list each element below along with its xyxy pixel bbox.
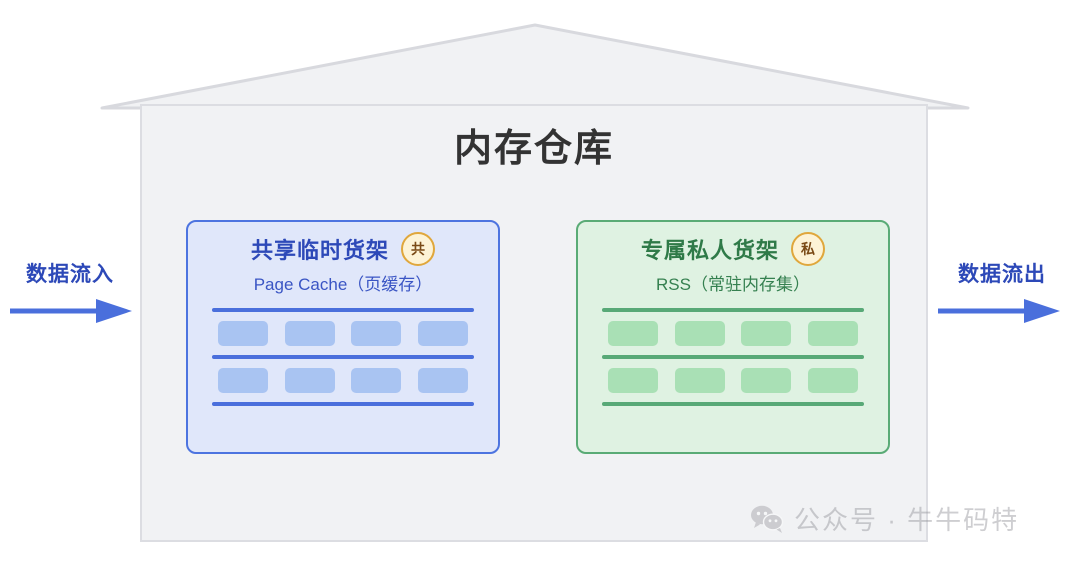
- shelf-item: [284, 368, 335, 393]
- panel-page-cache[interactable]: 共享临时货架 共 Page Cache（页缓存）: [186, 220, 500, 454]
- shelf-bar: [212, 355, 474, 359]
- shelf-item: [218, 368, 268, 393]
- shelf-item: [284, 321, 335, 346]
- shelf-item: [807, 368, 858, 393]
- shelf-stack-page-cache: [212, 308, 474, 438]
- warehouse-title: 内存仓库: [453, 128, 614, 170]
- shelf-bar: [212, 402, 474, 406]
- shelf-row: [602, 359, 864, 402]
- panel-rss[interactable]: 专属私人货架 私 RSS（常驻内存集）: [576, 220, 890, 454]
- shelf-item: [351, 368, 402, 393]
- shelf-bar: [602, 355, 864, 359]
- panel-subtitle-page-cache: Page Cache（页缓存）: [253, 275, 433, 294]
- panel-title-page-cache: 共享临时货架: [250, 238, 389, 263]
- data-outflow: 数据流出: [932, 258, 1072, 324]
- panel-header-page-cache: 共享临时货架 共 Page Cache（页缓存）: [188, 222, 498, 298]
- shelf-stack-rss: [602, 308, 864, 438]
- shelf-item: [674, 368, 725, 393]
- data-inflow: 数据流入: [0, 258, 140, 324]
- shelf-item: [741, 368, 792, 393]
- watermark-text: 公众号 · 牛牛码特: [794, 505, 1020, 535]
- panel-title-row: 共享临时货架 共: [188, 222, 498, 266]
- arrow-right-icon: [938, 299, 1060, 323]
- shelf-item: [674, 321, 725, 346]
- arrow-right-icon: [10, 299, 132, 323]
- shelf-item: [608, 368, 658, 393]
- shelf-item: [417, 368, 468, 393]
- warehouse-roof: [100, 23, 970, 110]
- watermark: 公众号 · 牛牛码特: [750, 500, 1019, 537]
- panel-subtitle-rss: RSS（常驻内存集）: [656, 275, 810, 294]
- shelf-bar: [602, 308, 864, 312]
- shelf-row: [212, 359, 474, 402]
- shelf-bar: [602, 402, 864, 406]
- panel-header-rss: 专属私人货架 私 RSS（常驻内存集）: [578, 222, 888, 298]
- panel-title-rss: 专属私人货架: [640, 238, 779, 263]
- shared-badge-icon: 共: [401, 232, 435, 266]
- shelf-item: [218, 321, 268, 346]
- data-inflow-label: 数据流入: [26, 263, 114, 286]
- shelf-bar: [212, 308, 474, 312]
- shelf-row: [212, 312, 474, 355]
- shelf-item: [807, 321, 858, 346]
- private-badge-icon: 私: [791, 232, 825, 266]
- shelf-item: [417, 321, 468, 346]
- shelf-item: [741, 321, 792, 346]
- shelf-row: [602, 312, 864, 355]
- wechat-icon: [751, 505, 784, 533]
- shelf-item: [608, 321, 658, 346]
- data-outflow-label: 数据流出: [958, 263, 1046, 286]
- shelf-item: [351, 321, 402, 346]
- panel-title-row: 专属私人货架 私: [578, 222, 888, 266]
